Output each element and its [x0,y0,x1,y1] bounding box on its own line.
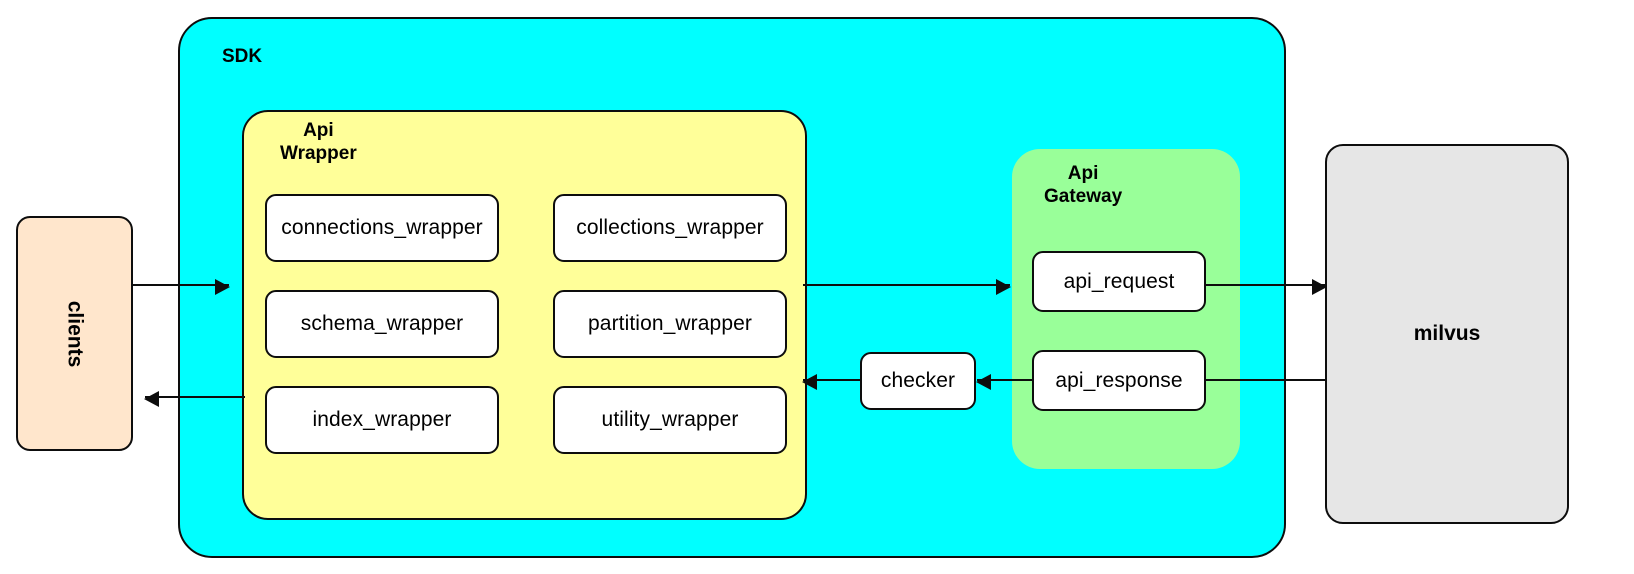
arrow-api-request-to-milvus [1206,279,1327,295]
module-api-request[interactable]: api_request [1032,251,1206,312]
arrow-clients-to-api-wrapper [133,279,230,295]
module-index-wrapper[interactable]: index_wrapper [265,386,499,454]
module-schema-wrapper[interactable]: schema_wrapper [265,290,499,358]
arrow-api-response-to-checker [976,374,1033,390]
line-milvus-to-api-response [1206,379,1326,381]
arrow-checker-to-api-wrapper [802,374,861,390]
clients-label: clients [63,300,87,367]
api-gateway-title: Api Gateway [1044,163,1123,208]
module-checker[interactable]: checker [860,352,976,410]
clients-node[interactable]: clients [16,216,133,451]
module-partition-wrapper[interactable]: partition_wrapper [553,290,787,358]
arrow-api-wrapper-to-clients [144,391,245,407]
module-utility-wrapper[interactable]: utility_wrapper [553,386,787,454]
module-api-response[interactable]: api_response [1032,350,1206,411]
arrow-api-wrapper-to-api-gateway [803,279,1011,295]
api-wrapper-title: Api Wrapper [280,120,357,165]
milvus-node[interactable]: milvus [1325,144,1569,524]
module-collections-wrapper[interactable]: collections_wrapper [553,194,787,262]
milvus-label: milvus [1413,322,1481,345]
sdk-title: SDK [222,46,263,67]
module-connections-wrapper[interactable]: connections_wrapper [265,194,499,262]
